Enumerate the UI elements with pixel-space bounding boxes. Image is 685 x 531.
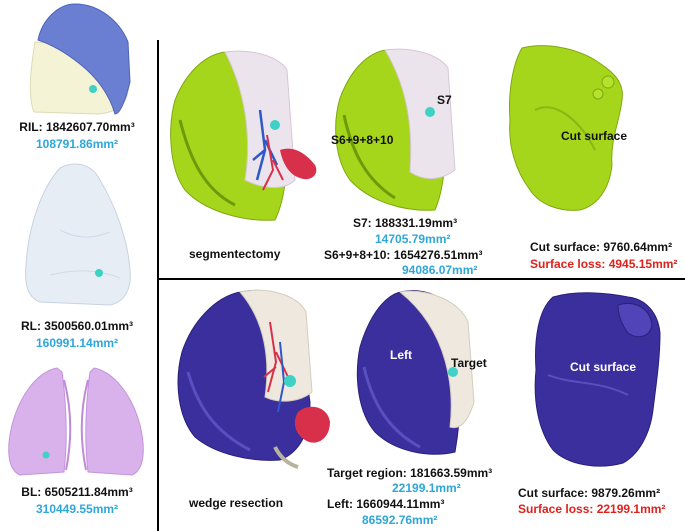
vertical-divider xyxy=(157,40,159,531)
segmentectomy-method-label: segmentectomy xyxy=(189,247,281,261)
segmentectomy-render-2 xyxy=(335,48,456,211)
rl-area: 160991.14mm² xyxy=(35,336,119,350)
rl-tumor xyxy=(95,269,103,277)
wedge-render-2 xyxy=(356,290,475,455)
target-area: 22199.1mm² xyxy=(392,481,461,495)
horizontal-divider xyxy=(157,278,685,280)
wedge-tumor xyxy=(284,375,296,387)
ril-volume: RIL: 1842607.70mm³ xyxy=(19,120,135,134)
bl-volume: BL: 6505211.84mm³ xyxy=(21,485,133,499)
wedge-left-label: Left xyxy=(390,348,412,362)
seg-tumor xyxy=(270,120,280,130)
seg-s7-tumor xyxy=(425,107,435,117)
ril-area: 108791.86mm² xyxy=(35,137,119,151)
wedge-target-label: Target xyxy=(451,356,487,370)
seg-cut-surface-value: Cut surface: 9760.64mm² xyxy=(530,240,673,254)
segmentectomy-cut-surface-render xyxy=(509,45,623,211)
s7-area: 14705.79mm² xyxy=(375,232,451,246)
wedge-target-tumor xyxy=(448,367,458,377)
bl-area: 310449.55mm² xyxy=(35,502,119,516)
bl-tumor xyxy=(42,451,50,459)
left-area: 86592.76mm² xyxy=(362,513,438,527)
wedge-render-1 xyxy=(177,289,330,469)
target-volume: Target region: 181663.59mm³ xyxy=(327,466,493,480)
wedge-cut-surface-render xyxy=(534,292,661,467)
left-volume: Left: 1660944.11mm³ xyxy=(327,497,445,511)
ril-lung-render xyxy=(29,3,131,115)
wedge-cut-surface-value: Cut surface: 9879.26mm² xyxy=(518,486,661,500)
wedge-surface-loss: Surface loss: 22199.1mm² xyxy=(518,502,666,516)
s6-label: S6+9+8+10 xyxy=(331,133,394,147)
seg-surface-loss: Surface loss: 4945.15mm² xyxy=(530,257,678,271)
wedge-cut-surface-label: Cut surface xyxy=(570,360,637,374)
rl-volume: RL: 3500560.01mm³ xyxy=(20,319,134,333)
ril-tumor xyxy=(89,85,97,93)
s7-volume: S7: 188331.19mm³ xyxy=(353,216,458,230)
bl-lung-render xyxy=(8,367,144,476)
s6-volume: S6+9+8+10: 1654276.51mm³ xyxy=(324,248,483,262)
ril-upper-lobe xyxy=(37,3,131,115)
rl-lung-render xyxy=(25,163,131,306)
s6-area: 94086.07mm² xyxy=(402,263,478,277)
seg-cut-surface-label: Cut surface xyxy=(561,129,628,143)
s7-label: S7 xyxy=(437,93,452,107)
segmentectomy-render-1 xyxy=(170,50,317,221)
wedge-method-label: wedge resection xyxy=(189,496,284,510)
